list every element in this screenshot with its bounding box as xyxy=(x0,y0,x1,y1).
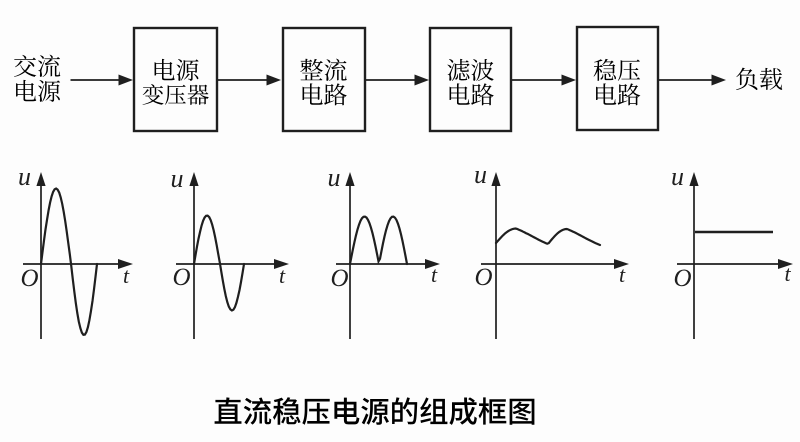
svg-text:t: t xyxy=(431,262,438,287)
svg-text:O: O xyxy=(673,265,691,292)
svg-text:u: u xyxy=(328,163,341,192)
svg-text:O: O xyxy=(172,264,190,291)
svg-text:u: u xyxy=(474,160,487,189)
svg-text:t: t xyxy=(784,261,791,286)
svg-text:O: O xyxy=(330,265,348,292)
svg-text:u: u xyxy=(18,162,31,191)
svg-text:u: u xyxy=(671,162,684,191)
svg-text:O: O xyxy=(474,264,492,291)
svg-text:t: t xyxy=(619,262,626,287)
svg-text:O: O xyxy=(20,265,38,292)
svg-text:t: t xyxy=(279,263,286,288)
svg-text:t: t xyxy=(123,263,130,288)
svg-text:u: u xyxy=(171,164,184,193)
